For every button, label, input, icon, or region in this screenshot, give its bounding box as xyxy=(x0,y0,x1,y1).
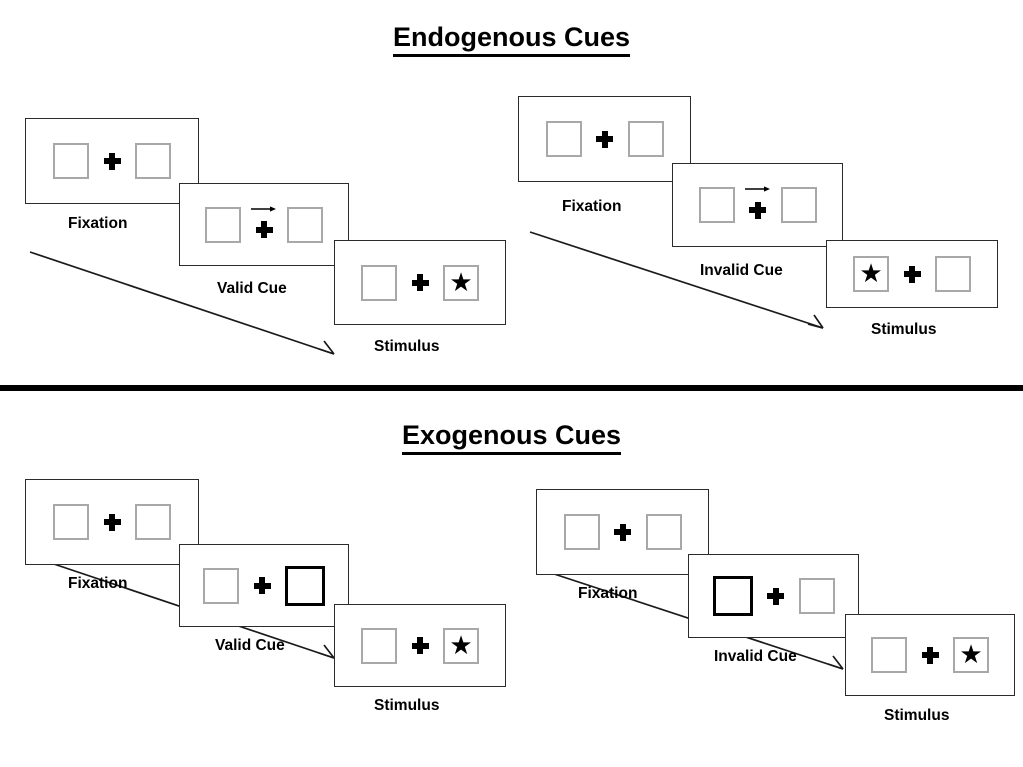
fixation-cross-wrap xyxy=(753,574,799,618)
endogenous-valid-frame-cue[interactable] xyxy=(179,183,349,266)
frame-content xyxy=(519,97,690,181)
right-placeholder-box xyxy=(287,206,323,243)
fixation-cross-icon xyxy=(903,265,921,283)
endogenous-invalid-flow-arrow xyxy=(528,228,848,346)
fixation-cross-wrap xyxy=(907,633,953,677)
right-placeholder-box xyxy=(935,256,971,292)
fixation-cross-icon xyxy=(253,577,271,594)
right-placeholder-box xyxy=(135,143,171,179)
fixation-cross-icon xyxy=(749,201,766,219)
right-target-box: ★ xyxy=(953,637,989,673)
frame-content: ★ xyxy=(827,241,997,307)
right-placeholder-box xyxy=(135,504,171,540)
fixation-cross-wrap xyxy=(735,183,781,227)
fixation-cross-wrap xyxy=(239,564,285,608)
endogenous-section-title: Endogenous Cues xyxy=(0,22,1023,57)
fixation-cross-icon xyxy=(614,523,631,541)
fixation-cross-wrap xyxy=(600,510,646,554)
exogenous-valid-label-stimulus: Stimulus xyxy=(374,697,440,714)
frame-content xyxy=(180,184,348,265)
frame-content: ★ xyxy=(335,605,505,686)
exogenous-valid-frame-stimulus[interactable]: ★ xyxy=(334,604,506,687)
fixation-cross-wrap xyxy=(241,203,287,247)
right-placeholder-box xyxy=(627,121,664,157)
endogenous-invalid-label-cue: Invalid Cue xyxy=(700,262,783,279)
left-placeholder-box xyxy=(53,504,89,540)
exogenous-invalid-frame-fixation[interactable] xyxy=(536,489,709,575)
right-placeholder-box xyxy=(645,514,682,550)
star-target-icon: ★ xyxy=(959,639,983,669)
left-placeholder-box xyxy=(361,627,397,664)
left-placeholder-box xyxy=(563,514,600,550)
endogenous-invalid-frame-fixation[interactable] xyxy=(518,96,691,182)
right-target-box: ★ xyxy=(443,264,479,301)
exogenous-invalid-label-fixation: Fixation xyxy=(578,585,638,602)
endogenous-valid-label-cue: Valid Cue xyxy=(217,280,287,297)
star-target-icon: ★ xyxy=(859,258,883,288)
exogenous-invalid-frame-cue[interactable] xyxy=(688,554,859,638)
exogenous-title-text: Exogenous Cues xyxy=(401,420,622,455)
endogenous-valid-flow-arrow xyxy=(28,248,348,366)
exogenous-invalid-label-cue: Invalid Cue xyxy=(714,648,797,665)
endogenous-invalid-frame-stimulus[interactable]: ★ xyxy=(826,240,998,308)
fixation-cross-wrap xyxy=(582,117,628,161)
left-placeholder-box xyxy=(361,264,397,301)
exogenous-valid-label-cue: Valid Cue xyxy=(215,637,285,654)
right-cue-box xyxy=(285,565,325,606)
fixation-cross-icon xyxy=(411,274,429,291)
fixation-cross-icon xyxy=(921,646,939,664)
endogenous-section: Endogenous Cues Fixation xyxy=(0,22,1023,366)
frame-content xyxy=(689,555,858,637)
endogenous-valid-frame-stimulus[interactable]: ★ xyxy=(334,240,506,325)
exogenous-invalid-label-stimulus: Stimulus xyxy=(884,707,950,724)
frame-content xyxy=(26,480,198,564)
fixation-cross-icon xyxy=(596,130,613,148)
left-placeholder-box xyxy=(53,143,89,179)
endogenous-valid-label-fixation: Fixation xyxy=(68,215,128,232)
right-placeholder-box xyxy=(798,578,835,614)
frame-content xyxy=(537,490,708,574)
fixation-cross-wrap xyxy=(397,261,443,305)
star-target-icon: ★ xyxy=(449,629,473,660)
left-cue-box xyxy=(712,576,753,616)
fixation-cross-icon xyxy=(411,637,429,654)
star-target-icon: ★ xyxy=(449,266,473,297)
left-placeholder-box xyxy=(871,637,907,673)
left-placeholder-box xyxy=(545,121,582,157)
frame-content: ★ xyxy=(846,615,1014,695)
frame-content xyxy=(180,545,348,626)
fixation-cross-wrap xyxy=(397,624,443,668)
fixation-cross-icon xyxy=(255,221,273,238)
endogenous-valid-label-stimulus: Stimulus xyxy=(374,338,440,355)
endogenous-invalid-label-stimulus: Stimulus xyxy=(871,321,937,338)
fixation-cross-wrap xyxy=(89,500,135,544)
right-target-box: ★ xyxy=(443,627,479,664)
exogenous-section: Exogenous Cues Fixation Valid Cue xyxy=(0,394,1023,767)
frame-content xyxy=(673,164,842,246)
right-placeholder-box xyxy=(780,187,817,223)
cue-arrow-right-icon xyxy=(251,205,276,212)
exogenous-section-title: Exogenous Cues xyxy=(0,420,1023,455)
fixation-cross-icon xyxy=(103,513,121,531)
exogenous-valid-frame-cue[interactable] xyxy=(179,544,349,627)
exogenous-valid-frame-fixation[interactable] xyxy=(25,479,199,565)
frame-content xyxy=(26,119,198,203)
left-placeholder-box xyxy=(205,206,241,243)
left-target-box: ★ xyxy=(853,256,889,292)
section-divider xyxy=(0,385,1023,391)
exogenous-invalid-frame-stimulus[interactable]: ★ xyxy=(845,614,1015,696)
endogenous-invalid-label-fixation: Fixation xyxy=(562,198,622,215)
cue-arrow-right-icon xyxy=(744,186,770,192)
fixation-cross-wrap xyxy=(889,252,935,296)
fixation-cross-icon xyxy=(103,152,121,170)
endogenous-valid-frame-fixation[interactable] xyxy=(25,118,199,204)
left-placeholder-box xyxy=(203,567,239,604)
endogenous-title-text: Endogenous Cues xyxy=(392,22,630,57)
fixation-cross-icon xyxy=(767,587,784,605)
left-placeholder-box xyxy=(698,187,735,223)
frame-content: ★ xyxy=(335,241,505,324)
endogenous-invalid-frame-cue[interactable] xyxy=(672,163,843,247)
exogenous-valid-label-fixation: Fixation xyxy=(68,575,128,592)
fixation-cross-wrap xyxy=(89,139,135,183)
